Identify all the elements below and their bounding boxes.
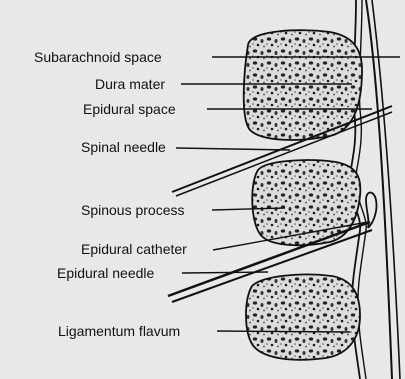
label-spinal-needle: Spinal needle <box>81 139 166 155</box>
vertebra-lower <box>246 274 360 359</box>
label-epidural-catheter: Epidural catheter <box>81 241 187 257</box>
label-epidural-needle: Epidural needle <box>57 265 154 281</box>
leader-epidural-needle <box>182 272 268 273</box>
label-ligamentum-flavum: Ligamentum flavum <box>58 323 180 339</box>
label-dura-mater: Dura mater <box>95 76 165 92</box>
leader-ligamentum <box>217 331 350 332</box>
label-subarachnoid-space: Subarachnoid space <box>34 49 162 65</box>
label-epidural-space: Epidural space <box>83 101 176 117</box>
vertebra-upper <box>244 30 362 140</box>
label-spinous-process: Spinous process <box>81 202 185 218</box>
